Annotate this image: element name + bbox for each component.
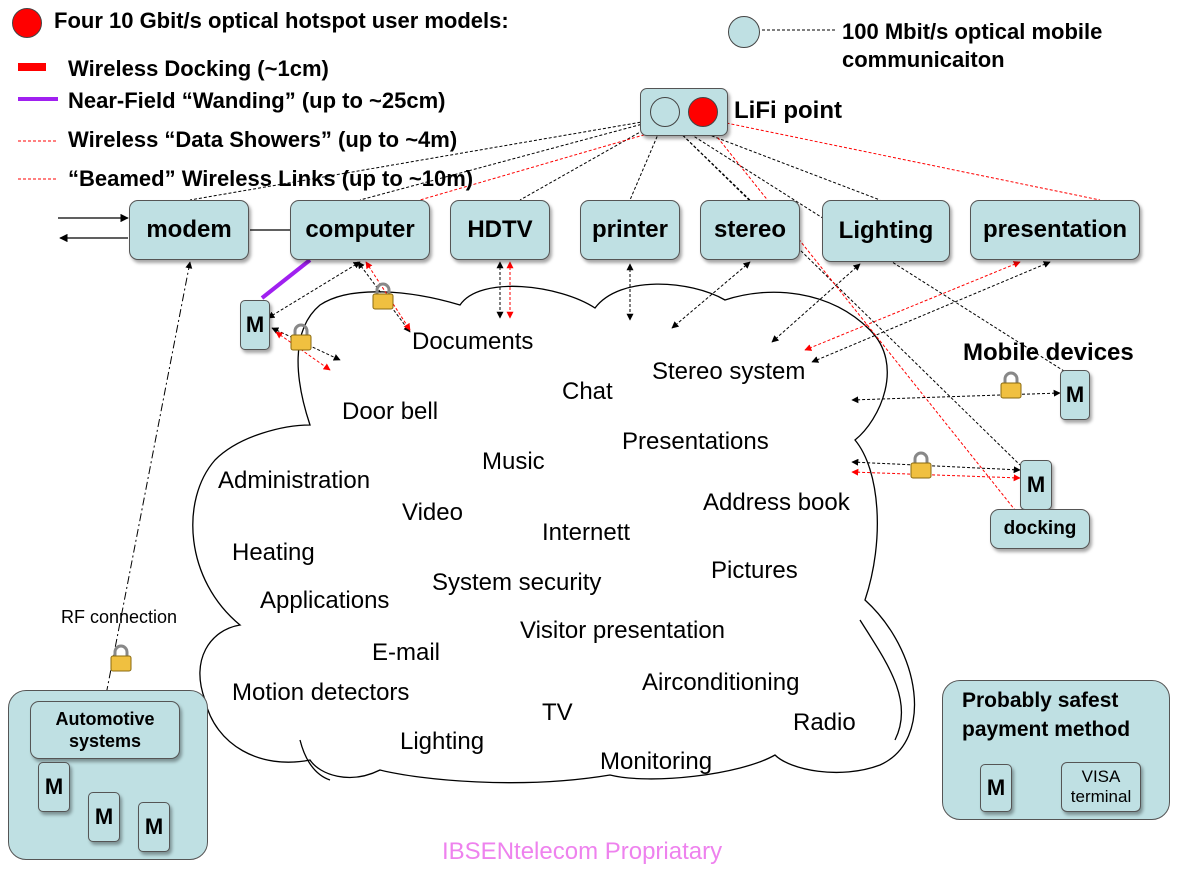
service-airconditioning: Airconditioning: [642, 669, 800, 696]
lifi-hotspot-dot: [688, 97, 718, 127]
mobile-device-1[interactable]: M: [1060, 370, 1090, 420]
service-documents: Documents: [412, 328, 534, 355]
service-pictures: Pictures: [711, 557, 798, 584]
service-video: Video: [402, 499, 463, 526]
service-visitor-presentation: Visitor presentation: [520, 617, 726, 644]
service-administration: Administration: [218, 467, 371, 494]
legend-hotspot-dot: [12, 8, 42, 38]
service-chat: Chat: [562, 378, 613, 405]
rf-connection-label: RF connection: [61, 607, 178, 627]
mobile-device-computer[interactable]: M: [240, 300, 270, 350]
service-music: Music: [482, 448, 545, 475]
service-stereo-system: Stereo system: [652, 358, 806, 385]
device-presentation[interactable]: presentation: [970, 200, 1140, 260]
lifi-mobile-dot: [650, 97, 680, 127]
automotive-mobile-device-2[interactable]: M: [88, 792, 120, 842]
lock-icon: [110, 644, 132, 672]
visa-terminal-box[interactable]: VISA terminal: [1061, 762, 1141, 812]
automotive-systems-box[interactable]: Automotive systems: [30, 701, 180, 759]
service-address-book: Address book: [703, 489, 850, 516]
legend-mobile-dot: [728, 16, 760, 48]
legend-item-showers: Wireless “Data Showers” (up to ~4m): [68, 127, 458, 152]
lock-icon: [1000, 371, 1022, 399]
device-modem[interactable]: modem: [129, 200, 249, 260]
service-applications: Applications: [260, 587, 390, 614]
service-heating: Heating: [232, 539, 315, 566]
service-monitoring: Monitoring: [600, 748, 713, 775]
service-tv: TV: [542, 699, 573, 726]
lock-icon: [290, 323, 312, 351]
automotive-mobile-device-1[interactable]: M: [38, 762, 70, 812]
legend-title: Four 10 Gbit/s optical hotspot user mode…: [54, 8, 509, 33]
lifi-point-label: LiFi point: [734, 97, 842, 124]
service-email: E-mail: [372, 639, 441, 666]
legend-mobile-label: 100 Mbit/s optical mobile communicaiton: [842, 19, 1103, 72]
mobile-device-2[interactable]: M: [1020, 460, 1052, 510]
service-door-bell: Door bell: [342, 398, 439, 425]
legend-docking-swatch: [18, 63, 46, 71]
mobile-devices-label: Mobile devices: [963, 339, 1134, 366]
legend-item-docking: Wireless Docking (~1cm): [68, 56, 329, 81]
service-radio: Radio: [793, 709, 856, 736]
automotive-mobile-device-3[interactable]: M: [138, 802, 170, 852]
device-computer[interactable]: computer: [290, 200, 430, 260]
service-internett: Internett: [542, 519, 631, 546]
device-stereo[interactable]: stereo: [700, 200, 800, 260]
legend-item-beamed: “Beamed” Wireless Links (up to ~10m): [68, 166, 474, 191]
legend-item-wanding: Near-Field “Wanding” (up to ~25cm): [68, 88, 446, 113]
device-hdtv[interactable]: HDTV: [450, 200, 550, 260]
footer-proprietary: IBSENtelecom Propriatary: [442, 838, 723, 865]
payment-label: Probably safest payment method: [962, 689, 1131, 741]
payment-mobile-device[interactable]: M: [980, 764, 1012, 812]
service-system-security: System security: [432, 569, 602, 596]
service-motion-detectors: Motion detectors: [232, 679, 410, 706]
lock-icon: [910, 451, 932, 479]
service-lighting: Lighting: [400, 728, 485, 755]
lock-icon: [372, 282, 394, 310]
docking-station[interactable]: docking: [990, 509, 1090, 549]
device-lighting[interactable]: Lighting: [822, 200, 950, 262]
services-cloud-outline: [192, 283, 916, 784]
device-printer[interactable]: printer: [580, 200, 680, 260]
service-presentations: Presentations: [622, 428, 769, 455]
